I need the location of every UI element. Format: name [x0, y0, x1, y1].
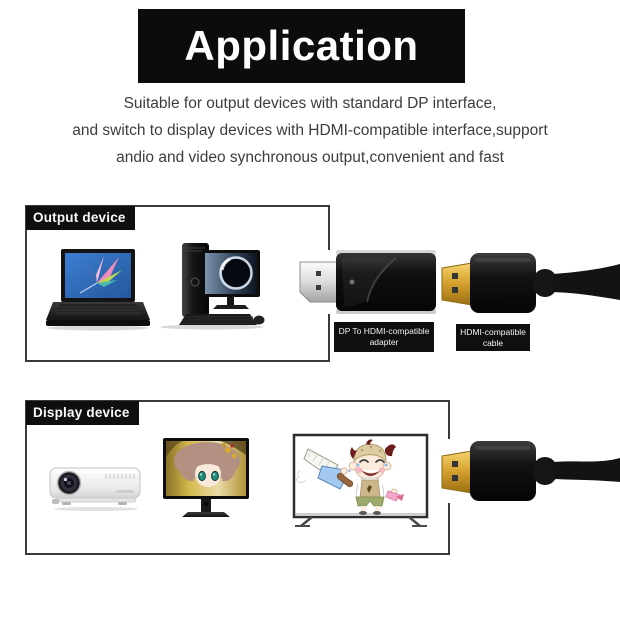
page-title: Application	[184, 22, 419, 69]
description-line-1: Suitable for output devices with standar…	[123, 95, 497, 112]
monitor-image	[162, 437, 250, 521]
tv-image	[292, 433, 430, 529]
adapter-caption-line-2: adapter	[369, 337, 399, 347]
description-text: Suitable for output devices with standar…	[0, 90, 620, 171]
desktop-computer-image	[150, 238, 265, 330]
description-line-2: and switch to display devices with HDMI-…	[72, 122, 548, 139]
display-device-label: Display device	[26, 401, 139, 425]
dp-to-hdmi-adapter-image	[296, 250, 438, 314]
hdmi-cable-image	[438, 250, 620, 316]
output-device-label: Output device	[26, 206, 135, 230]
adapter-caption: DP To HDMI-compatible adapter	[334, 322, 434, 352]
laptop-image	[45, 243, 150, 331]
title-banner: Application	[138, 9, 465, 83]
hdmi-cable-image-2	[438, 438, 620, 506]
cable-caption: HDMI-compatible cable	[456, 324, 530, 351]
description-line-3: andio and video synchronous output,conve…	[116, 149, 504, 166]
cable-caption-line-1: HDMI-compatible	[460, 326, 526, 337]
cable-caption-line-2: cable	[482, 337, 504, 348]
projector-image	[48, 464, 144, 512]
adapter-caption-line-1: DP To HDMI-compatible	[338, 326, 430, 336]
